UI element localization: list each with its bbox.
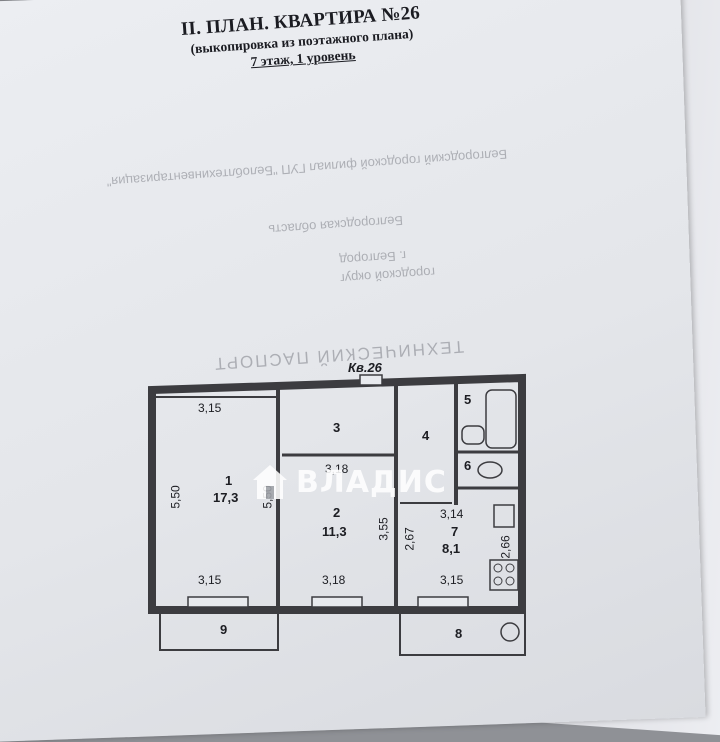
left-wall-pier <box>150 530 156 590</box>
dim-r7-right: 2,66 <box>498 535 513 559</box>
room-3-number: 3 <box>333 420 341 435</box>
stove-burner-icon <box>493 576 503 586</box>
front-door <box>359 374 383 386</box>
room-2-number: 2 <box>333 505 341 520</box>
room-7-number: 7 <box>451 524 459 539</box>
dim-r1-left: 5,50 <box>168 485 183 509</box>
watermark-text: ВЛАДИС <box>296 464 447 500</box>
watermark-house-icon <box>253 465 287 499</box>
room-6-number: 6 <box>464 458 472 473</box>
dim-r1-top: 3,15 <box>198 401 222 415</box>
room-8-number: 8 <box>455 626 463 641</box>
balcony-9 <box>159 609 279 651</box>
window-3 <box>417 596 469 608</box>
dim-r2-bottom: 3,18 <box>322 573 346 587</box>
dim-r1-bottom: 3,15 <box>198 573 222 587</box>
window-1 <box>187 596 249 608</box>
room-2-area: 11,3 <box>322 524 347 539</box>
window-2 <box>311 596 363 608</box>
apartment-label: Кв.26 <box>348 360 382 375</box>
bathtub-icon <box>485 389 517 449</box>
floor-plan <box>148 373 526 656</box>
stove-burner-icon <box>505 563 515 573</box>
watermark: ВЛАДИС <box>250 462 447 502</box>
stove-burner-icon <box>493 563 503 573</box>
room-1-number: 1 <box>225 473 233 488</box>
room-4-number: 4 <box>422 428 430 443</box>
stove-icon <box>489 559 519 591</box>
dim-r7-bottom: 3,15 <box>440 573 464 587</box>
stove-burner-icon <box>505 576 515 586</box>
loggia-fixture <box>500 622 520 642</box>
dim-r2-right: 3,55 <box>376 517 391 541</box>
dim-r7-left: 2,67 <box>402 527 417 551</box>
dim-r2-top: 3,18 <box>325 462 349 476</box>
dim-r7-top: 3,14 <box>440 507 464 521</box>
loggia-8 <box>399 609 526 656</box>
toilet-icon <box>477 461 503 479</box>
kitchen-sink-icon <box>493 504 515 528</box>
room-1-area: 17,3 <box>213 490 239 505</box>
sink-icon <box>461 425 485 445</box>
room-9-number: 9 <box>220 622 228 637</box>
room-5-number: 5 <box>464 392 472 407</box>
room-7-area: 8,1 <box>442 541 461 556</box>
